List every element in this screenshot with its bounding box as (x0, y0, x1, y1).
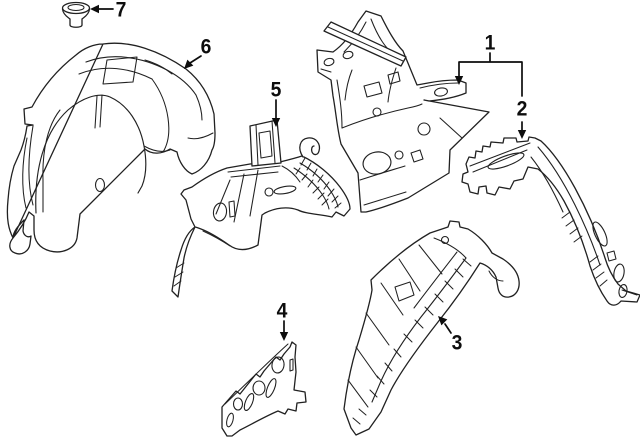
part-5-wheelhouse-inner-drawing (171, 119, 351, 298)
callout-3-leader (438, 316, 452, 334)
arrowhead (438, 316, 448, 326)
part-6-fender-liner-drawing (6, 42, 216, 255)
callout-1-leader (454, 52, 523, 97)
arrowhead (279, 332, 289, 341)
part-3-wheel-arch-band-drawing (343, 220, 520, 436)
callout-4-leader (279, 320, 289, 341)
callout-3-label[interactable]: 3 (451, 331, 463, 355)
part-1-quarter-panel-inner-drawing (316, 10, 490, 213)
part-2-pillar-reinforcement-drawing (461, 136, 640, 306)
callout-5-leader (271, 99, 281, 127)
arrowhead (454, 76, 464, 85)
callout-7-leader (90, 4, 114, 14)
callout-2-leader (517, 121, 527, 139)
arrowhead (517, 130, 527, 139)
callout-leaders (90, 4, 527, 341)
part-4-bracket-drawing (221, 341, 307, 437)
callout-7-label[interactable]: 7 (115, 0, 127, 22)
callout-6-leader (184, 55, 202, 69)
part-7-grommet-drawing (61, 1, 91, 28)
arrowhead (184, 59, 194, 69)
callout-2-label[interactable]: 2 (516, 97, 528, 121)
arrowhead (90, 4, 99, 14)
callout-4-label[interactable]: 4 (276, 299, 288, 323)
callout-5-label[interactable]: 5 (270, 78, 282, 102)
callout-6-label[interactable]: 6 (200, 35, 212, 59)
arrowhead (271, 118, 281, 127)
callout-1-label[interactable]: 1 (484, 31, 496, 55)
